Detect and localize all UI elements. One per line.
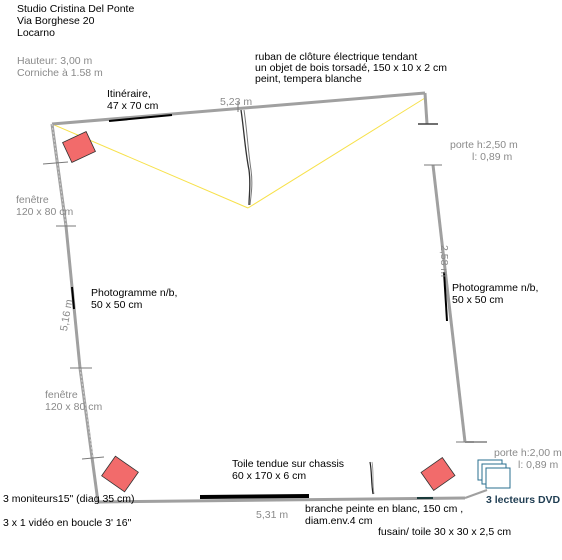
dvd-label: 3 lecteurs DVD xyxy=(486,494,561,506)
door-bottom-width: l: 0,89 m xyxy=(518,459,559,471)
studio-street: Via Borghese 20 xyxy=(17,15,95,27)
ribbon-twisted-object-edge xyxy=(243,109,253,206)
monitor-top-left xyxy=(62,131,96,163)
itineraire-size: 47 x 70 cm xyxy=(107,100,159,112)
window-bottom-size: 120 x 80 cm xyxy=(45,401,103,413)
wall-bottom xyxy=(97,496,466,504)
photogramme-right-size: 50 x 50 cm xyxy=(452,294,504,306)
window-bottom-label: fenêtre xyxy=(45,389,78,401)
branche-line-2: diam.env.4 cm xyxy=(305,515,373,527)
door-bottom-height: porte h:2,00 m xyxy=(494,447,562,459)
dim-top-wall: 5,23 m xyxy=(220,96,253,108)
room-cornice: Corniche à 1.58 m xyxy=(17,67,103,79)
ribbon-twisted-object xyxy=(240,109,251,206)
door-top-height: porte h:2,50 m xyxy=(450,139,518,151)
branche-line-1: branche peinte en blanc, 150 cm , xyxy=(305,503,464,515)
wall-right-lower xyxy=(431,164,467,443)
monitor-bottom-left xyxy=(101,455,139,493)
window-top-label: fenêtre xyxy=(16,194,49,206)
ribbon-line-2: un objet de bois torsadé, 150 x 10 x 2 c… xyxy=(255,62,448,74)
toile-title: Toile tendue sur chassis xyxy=(232,458,345,470)
room-height: Hauteur: 3,00 m xyxy=(17,55,93,67)
window-bottom-dashed xyxy=(79,367,94,459)
studio-city: Locarno xyxy=(17,27,55,39)
photogramme-right-title: Photogramme n/b, xyxy=(452,282,539,294)
tick-left-4 xyxy=(81,456,105,460)
photogramme-left-size: 50 x 50 cm xyxy=(91,299,143,311)
video-label: 3 x 1 vidéo en boucle 3' 16" xyxy=(3,517,132,529)
fusain-label: fusain/ toile 30 x 30 x 2,5 cm xyxy=(378,526,512,538)
photogramme-right-frame xyxy=(443,271,448,322)
tick-left-1 xyxy=(42,161,69,165)
branch-object xyxy=(369,461,374,495)
ribbon-line-3: peint, tempera blanche xyxy=(255,73,362,85)
window-top-size: 120 x 80 cm xyxy=(16,206,74,218)
window-top-dashed xyxy=(51,123,67,227)
dim-right-wall: 2,58 m xyxy=(438,245,450,278)
wall-right-upper xyxy=(423,92,429,125)
wall-left-lower xyxy=(78,367,100,503)
monitor-bottom-right xyxy=(420,456,456,492)
branch-object-edge xyxy=(371,461,375,495)
dvd-player-3 xyxy=(485,467,511,489)
door-top-width: l: 0,89 m xyxy=(472,151,513,163)
dim-bottom-wall: 5,31 m xyxy=(256,509,289,521)
photogramme-left-title: Photogramme n/b, xyxy=(91,287,178,299)
monitors-label: 3 moniteurs15" (diag 35 cm) xyxy=(3,493,135,505)
studio-name: Studio Cristina Del Ponte xyxy=(17,3,135,15)
itineraire-frame xyxy=(108,114,173,122)
wall-bottom-right xyxy=(464,489,488,499)
photogramme-left-frame xyxy=(71,286,75,310)
sight-line-right xyxy=(247,97,426,209)
toile-frame xyxy=(199,494,310,499)
itineraire-title: Itinéraire, xyxy=(107,88,151,100)
toile-size: 60 x 170 x 6 cm xyxy=(232,470,307,482)
ribbon-line-1: ruban de clôture électrique tendant xyxy=(255,51,418,63)
